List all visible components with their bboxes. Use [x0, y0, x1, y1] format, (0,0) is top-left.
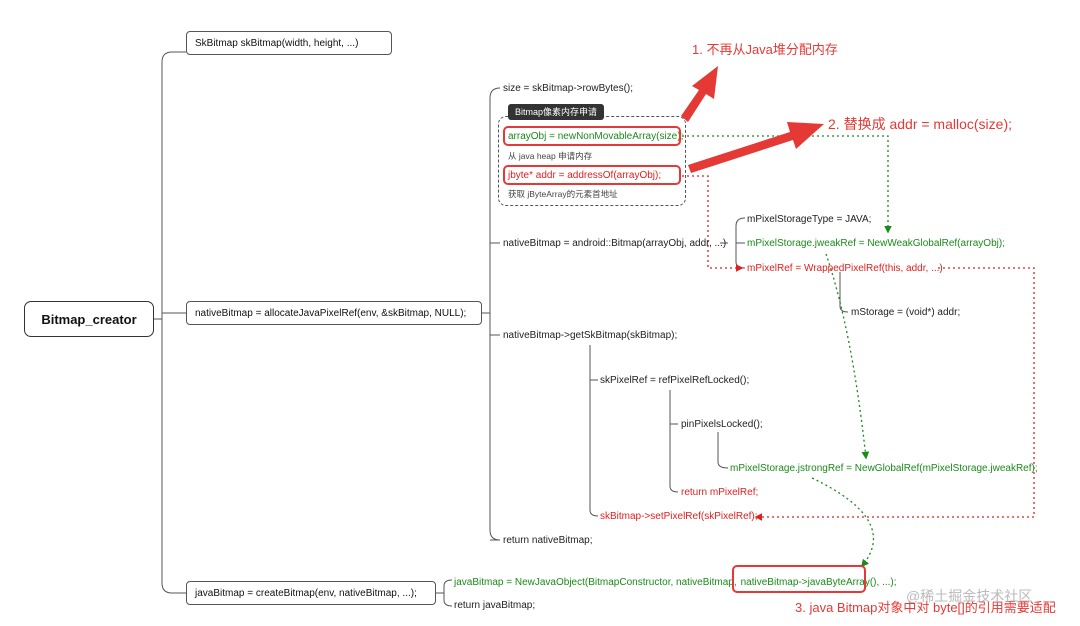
new-java-highlight-text: nativeBitmap->javaByteArray() [740, 577, 877, 588]
green-link-weakref [682, 135, 892, 234]
return-native-line: return nativeBitmap; [503, 535, 593, 546]
storage-line: mStorage = (void*) addr; [851, 307, 961, 318]
ref-locked-line: skPixelRef = refPixelRefLocked(); [600, 375, 750, 386]
annotation-arrow-1 [681, 66, 718, 122]
watermark: @稀土掘金技术社区 [906, 588, 1033, 604]
reflocked-bracket [669, 390, 679, 493]
annotation-2: 2. 替换成 addr = malloc(size); [828, 116, 1012, 132]
set-pixel-line: skBitmap->setPixelRef(skPixelRef); [600, 511, 758, 522]
create-bitmap-node: javaBitmap = createBitmap(env, nativeBit… [186, 581, 436, 605]
array-obj-note: 从 java heap 申请内存 [508, 151, 593, 161]
red-link-addr [682, 175, 744, 272]
alloc-group-title: Bitmap像素内存申请 [508, 104, 605, 120]
array-obj-highlight [503, 126, 681, 146]
addr-line: jbyte* addr = addressOf(arrayObj); [508, 170, 662, 181]
green-link-javabytearray [811, 477, 874, 568]
root-node: Bitmap_creator [24, 301, 154, 337]
pixel-ref-line: mPixelRef = WrappedPixelRef(this, addr, … [747, 263, 943, 274]
array-obj-line: arrayObj = newNonMovableArray(size); [508, 131, 684, 142]
allocate-bracket [482, 87, 501, 541]
java-byte-array-highlight [732, 565, 866, 593]
native-bitmap-line: nativeBitmap = android::Bitmap(arrayObj,… [503, 238, 727, 249]
addr-note: 获取 jByteArray的元素首地址 [508, 189, 618, 199]
pin-line: pinPixelsLocked(); [681, 419, 763, 430]
getsk-bracket [589, 345, 599, 517]
return-java-line: return javaBitmap; [454, 600, 536, 611]
allocate-node: nativeBitmap = allocateJavaPixelRef(env,… [186, 301, 482, 325]
pixelref-bracket [839, 272, 849, 313]
red-link-setpixelref [754, 267, 1035, 521]
annotation-arrow-2 [688, 122, 824, 173]
create-bracket [436, 579, 453, 607]
storage-type-line: mPixelStorageType = JAVA; [747, 214, 872, 225]
new-java-prefix: javaBitmap = NewJavaObject(BitmapConstru… [454, 577, 737, 588]
annotation-1: 1. 不再从Java堆分配内存 [692, 42, 838, 57]
new-java-suffix: , ...); [876, 577, 897, 588]
get-skbitmap-line: nativeBitmap->getSkBitmap(skBitmap); [503, 330, 678, 341]
addr-highlight [503, 165, 681, 185]
new-java-object-line: javaBitmap = NewJavaObject(BitmapConstru… [454, 576, 897, 589]
green-link-strongref [825, 253, 870, 460]
size-line: size = skBitmap->rowBytes(); [503, 83, 634, 94]
pin-bracket [717, 432, 729, 469]
weak-ref-line: mPixelStorage.jweakRef = NewWeakGlobalRe… [747, 238, 1005, 249]
annotation-3: 3. java Bitmap对象中对 byte[]的引用需要适配 [795, 600, 1056, 615]
return-pixel-line: return mPixelRef; [681, 487, 759, 498]
skbitmap-node: SkBitmap skBitmap(width, height, ...) [186, 31, 392, 55]
root-bracket [154, 51, 186, 594]
strong-ref-line: mPixelStorage.jstrongRef = NewGlobalRef(… [730, 463, 1038, 474]
